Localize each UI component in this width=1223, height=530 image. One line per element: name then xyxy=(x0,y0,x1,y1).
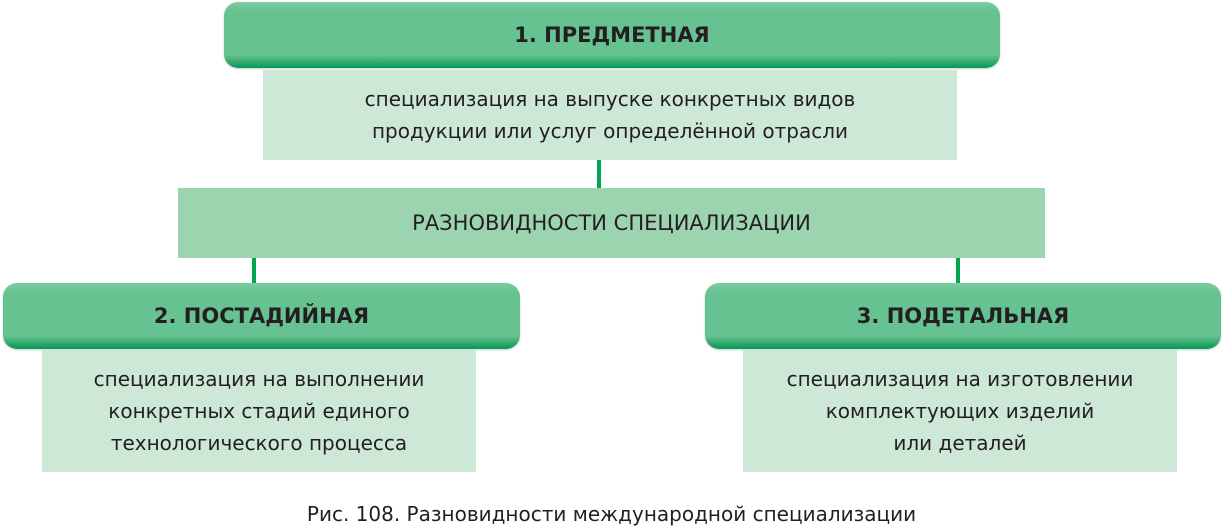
connector-line xyxy=(252,258,256,283)
figure-caption: Рис. 108. Разновидности международной сп… xyxy=(306,502,917,526)
center-node: РАЗНОВИДНОСТИ СПЕЦИАЛИЗАЦИИ xyxy=(178,188,1045,258)
type-1-description: специализация на выпуске конкретных видо… xyxy=(263,70,957,160)
connector-line xyxy=(956,258,960,283)
type-1-header: 1. ПРЕДМЕТНАЯ xyxy=(224,2,1000,68)
type-3-description: специализация на изготовлении комплектую… xyxy=(743,350,1177,472)
type-2-description: специализация на выполнении конкретных с… xyxy=(42,350,476,472)
type-2-header: 2. ПОСТАДИЙНАЯ xyxy=(3,283,520,349)
type-3-header: 3. ПОДЕТАЛЬНАЯ xyxy=(705,283,1221,349)
connector-line xyxy=(597,160,601,188)
